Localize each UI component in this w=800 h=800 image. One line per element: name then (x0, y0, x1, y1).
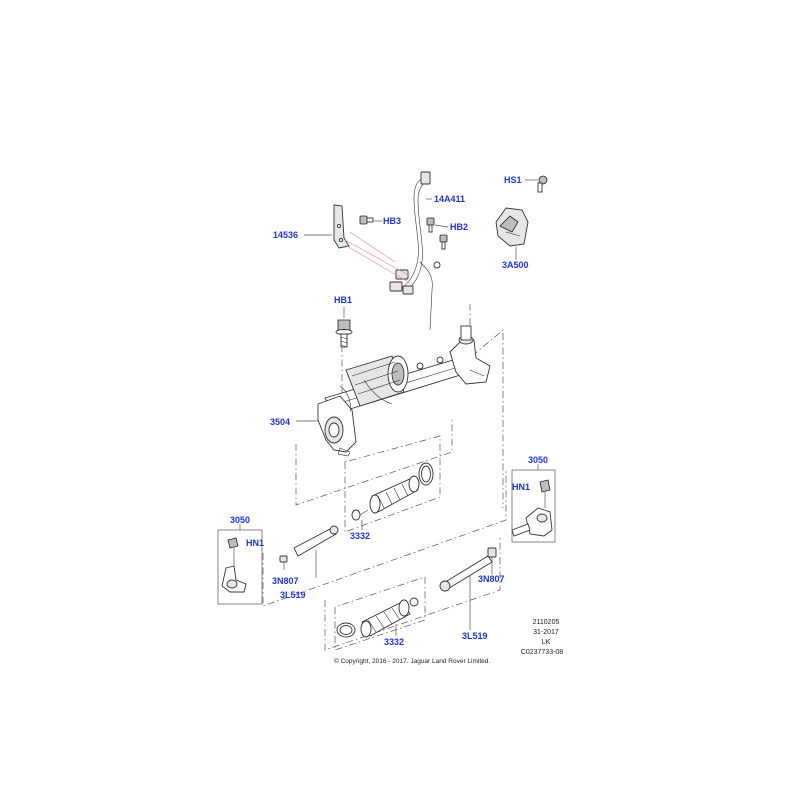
callout-3l519-right: 3L519 (462, 631, 488, 641)
tie-rod-end-3050-right-box (511, 464, 556, 543)
callout-hb2: HB2 (450, 222, 468, 232)
reference-line-4: C0237733-08 (521, 649, 564, 656)
callout-hb1: HB1 (334, 295, 352, 305)
callout-3504: 3504 (270, 417, 290, 427)
tie-rod-end-3050-left-box (217, 524, 263, 605)
callout-14536: 14536 (273, 230, 298, 240)
callout-3n807-left: 3N807 (272, 576, 299, 586)
bolt-hb3 (359, 215, 382, 225)
callout-3050-left: 3050 (230, 515, 250, 525)
wiring-harness-14a411 (389, 171, 441, 331)
tie-rod-3l519-right (439, 547, 497, 630)
bracket-14536 (304, 204, 411, 284)
bolts-hb2 (426, 217, 449, 250)
callout-hs1: HS1 (504, 175, 522, 185)
callout-3332-lower: 3332 (384, 637, 404, 647)
boot-3332-upper (351, 462, 434, 530)
callout-3332-upper: 3332 (350, 531, 370, 541)
callout-hb3: HB3 (383, 216, 401, 226)
reference-line-1: 2110205 (533, 619, 560, 626)
callout-3l519-left: 3L519 (280, 590, 306, 600)
cover-3a500 (495, 207, 529, 260)
callout-hn1-left: HN1 (246, 538, 264, 548)
copyright-notice: © Copyright, 2016 - 2017. Jaguar Land Ro… (334, 657, 490, 665)
steering-gear-3504 (296, 325, 491, 457)
callout-labels: HS1 14A411 14536 HB3 HB2 3A500 HB1 3504 … (230, 175, 548, 647)
callout-14a411: 14A411 (434, 194, 465, 204)
callout-3a500: 3A500 (502, 260, 529, 270)
bolt-hb1 (335, 307, 353, 348)
reference-line-3: LK (542, 639, 551, 646)
reference-block: 2110205 31-2017 LK C0237733-08 (521, 619, 564, 656)
callout-3n807-right: 3N807 (478, 574, 505, 584)
tie-rod-3l519-left (279, 525, 339, 578)
reference-line-2: 31-2017 (533, 629, 559, 636)
screw-hs1 (525, 175, 548, 193)
boot-3332-lower (336, 597, 419, 638)
callout-hn1-right: HN1 (512, 482, 530, 492)
callout-3050-right: 3050 (528, 455, 548, 465)
